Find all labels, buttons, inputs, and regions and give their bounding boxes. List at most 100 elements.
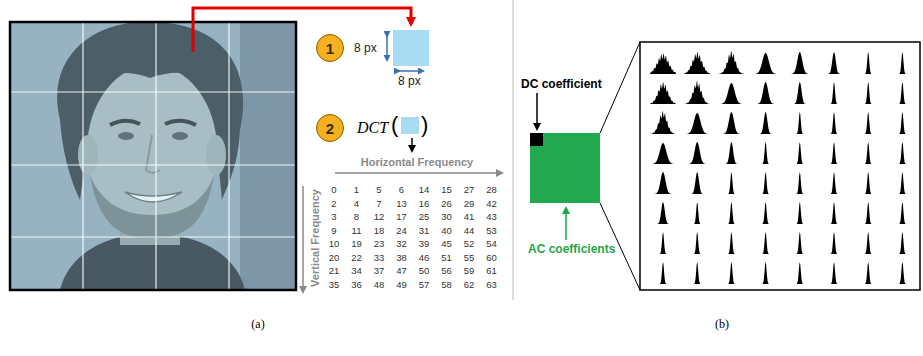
histogram bbox=[821, 172, 847, 194]
table-cell: 25 bbox=[419, 212, 430, 222]
histogram bbox=[855, 202, 881, 224]
histogram bbox=[718, 142, 744, 164]
table-cell: 40 bbox=[441, 225, 452, 235]
table-cell: 26 bbox=[441, 198, 452, 208]
table-cell: 5 bbox=[376, 185, 381, 195]
table-cell: 17 bbox=[396, 212, 407, 222]
histogram bbox=[889, 82, 915, 104]
histogram bbox=[889, 52, 915, 74]
table-cell: 45 bbox=[441, 239, 452, 249]
frequency-axis bbox=[302, 186, 304, 292]
table-cell: 59 bbox=[464, 266, 475, 276]
dimension-label: 8 px bbox=[354, 42, 377, 55]
table-cell: 46 bbox=[419, 252, 430, 262]
histogram bbox=[889, 262, 915, 284]
table-cell: 54 bbox=[486, 239, 497, 249]
panel-divider bbox=[513, 0, 514, 300]
step-number: 2 bbox=[326, 120, 334, 137]
table-cell: 49 bbox=[396, 279, 407, 289]
table-cell: 44 bbox=[464, 225, 475, 235]
histogram bbox=[787, 142, 813, 164]
histogram bbox=[650, 172, 676, 194]
table-cell: 42 bbox=[486, 198, 497, 208]
table-cell: 51 bbox=[441, 252, 452, 262]
histogram bbox=[821, 262, 847, 284]
histogram bbox=[787, 82, 813, 104]
table-cell: 7 bbox=[376, 198, 381, 208]
table-cell: 23 bbox=[374, 239, 385, 249]
table-cell: 22 bbox=[351, 252, 362, 262]
table-cell: 15 bbox=[441, 185, 452, 195]
table-cell: 18 bbox=[374, 225, 385, 235]
histogram bbox=[753, 142, 779, 164]
histogram bbox=[787, 52, 813, 74]
face-photo bbox=[10, 22, 296, 290]
table-cell: 52 bbox=[464, 239, 475, 249]
step-circle: 1 bbox=[316, 34, 344, 62]
table-cell: 34 bbox=[351, 266, 362, 276]
table-cell: 6 bbox=[399, 185, 404, 195]
table-cell: 39 bbox=[419, 239, 430, 249]
subfigure-label: (a) bbox=[251, 318, 264, 331]
histogram bbox=[787, 172, 813, 194]
dimension-arrow bbox=[399, 70, 423, 72]
table-cell: 56 bbox=[441, 266, 452, 276]
histogram bbox=[650, 232, 676, 254]
histogram-box bbox=[640, 42, 920, 290]
histogram bbox=[787, 232, 813, 254]
table-cell: 10 bbox=[329, 239, 340, 249]
table-cell: 41 bbox=[464, 212, 475, 222]
table-cell: 16 bbox=[419, 198, 430, 208]
dimension-arrow bbox=[386, 36, 388, 60]
table-cell: 0 bbox=[331, 185, 336, 195]
table-cell: 4 bbox=[354, 198, 359, 208]
histogram bbox=[753, 202, 779, 224]
table-cell: 57 bbox=[419, 279, 430, 289]
table-cell: 3 bbox=[331, 212, 336, 222]
paren: ( bbox=[391, 113, 398, 137]
table-cell: 20 bbox=[329, 252, 340, 262]
histogram bbox=[650, 53, 676, 74]
table-cell: 48 bbox=[374, 279, 385, 289]
frequency-axis bbox=[335, 172, 502, 174]
table-cell: 9 bbox=[331, 225, 336, 235]
histogram bbox=[855, 52, 881, 74]
histogram bbox=[718, 83, 744, 104]
step-circle: 2 bbox=[316, 114, 344, 142]
dc-square bbox=[530, 133, 543, 146]
table-cell: 31 bbox=[419, 225, 430, 235]
histogram-grid bbox=[650, 51, 915, 284]
histogram bbox=[889, 232, 915, 254]
histogram bbox=[718, 112, 744, 134]
pixel-block bbox=[393, 30, 429, 66]
histogram bbox=[753, 82, 779, 104]
subfigure-label: (b) bbox=[715, 318, 729, 331]
histogram bbox=[684, 262, 710, 284]
histogram bbox=[889, 172, 915, 194]
dct-label: DCT bbox=[357, 119, 388, 137]
table-cell: 21 bbox=[329, 266, 340, 276]
histogram bbox=[718, 51, 744, 74]
histogram bbox=[821, 82, 847, 104]
histogram bbox=[650, 202, 676, 224]
table-cell: 36 bbox=[351, 279, 362, 289]
histogram bbox=[855, 262, 881, 284]
table-cell: 47 bbox=[396, 266, 407, 276]
histogram bbox=[684, 172, 710, 194]
table-cell: 2 bbox=[331, 198, 336, 208]
table-cell: 53 bbox=[486, 225, 497, 235]
histogram bbox=[889, 202, 915, 224]
histogram bbox=[889, 112, 915, 134]
histogram bbox=[650, 82, 676, 104]
table-cell: 19 bbox=[351, 239, 362, 249]
histogram bbox=[684, 232, 710, 254]
table-cell: 38 bbox=[396, 252, 407, 262]
pixel-block bbox=[401, 117, 419, 134]
table-cell: 1 bbox=[354, 185, 359, 195]
leader-arrow bbox=[536, 93, 538, 129]
histogram bbox=[787, 262, 813, 284]
table-cell: 58 bbox=[441, 279, 452, 289]
table-cell: 27 bbox=[464, 185, 475, 195]
table-cell: 61 bbox=[486, 266, 497, 276]
